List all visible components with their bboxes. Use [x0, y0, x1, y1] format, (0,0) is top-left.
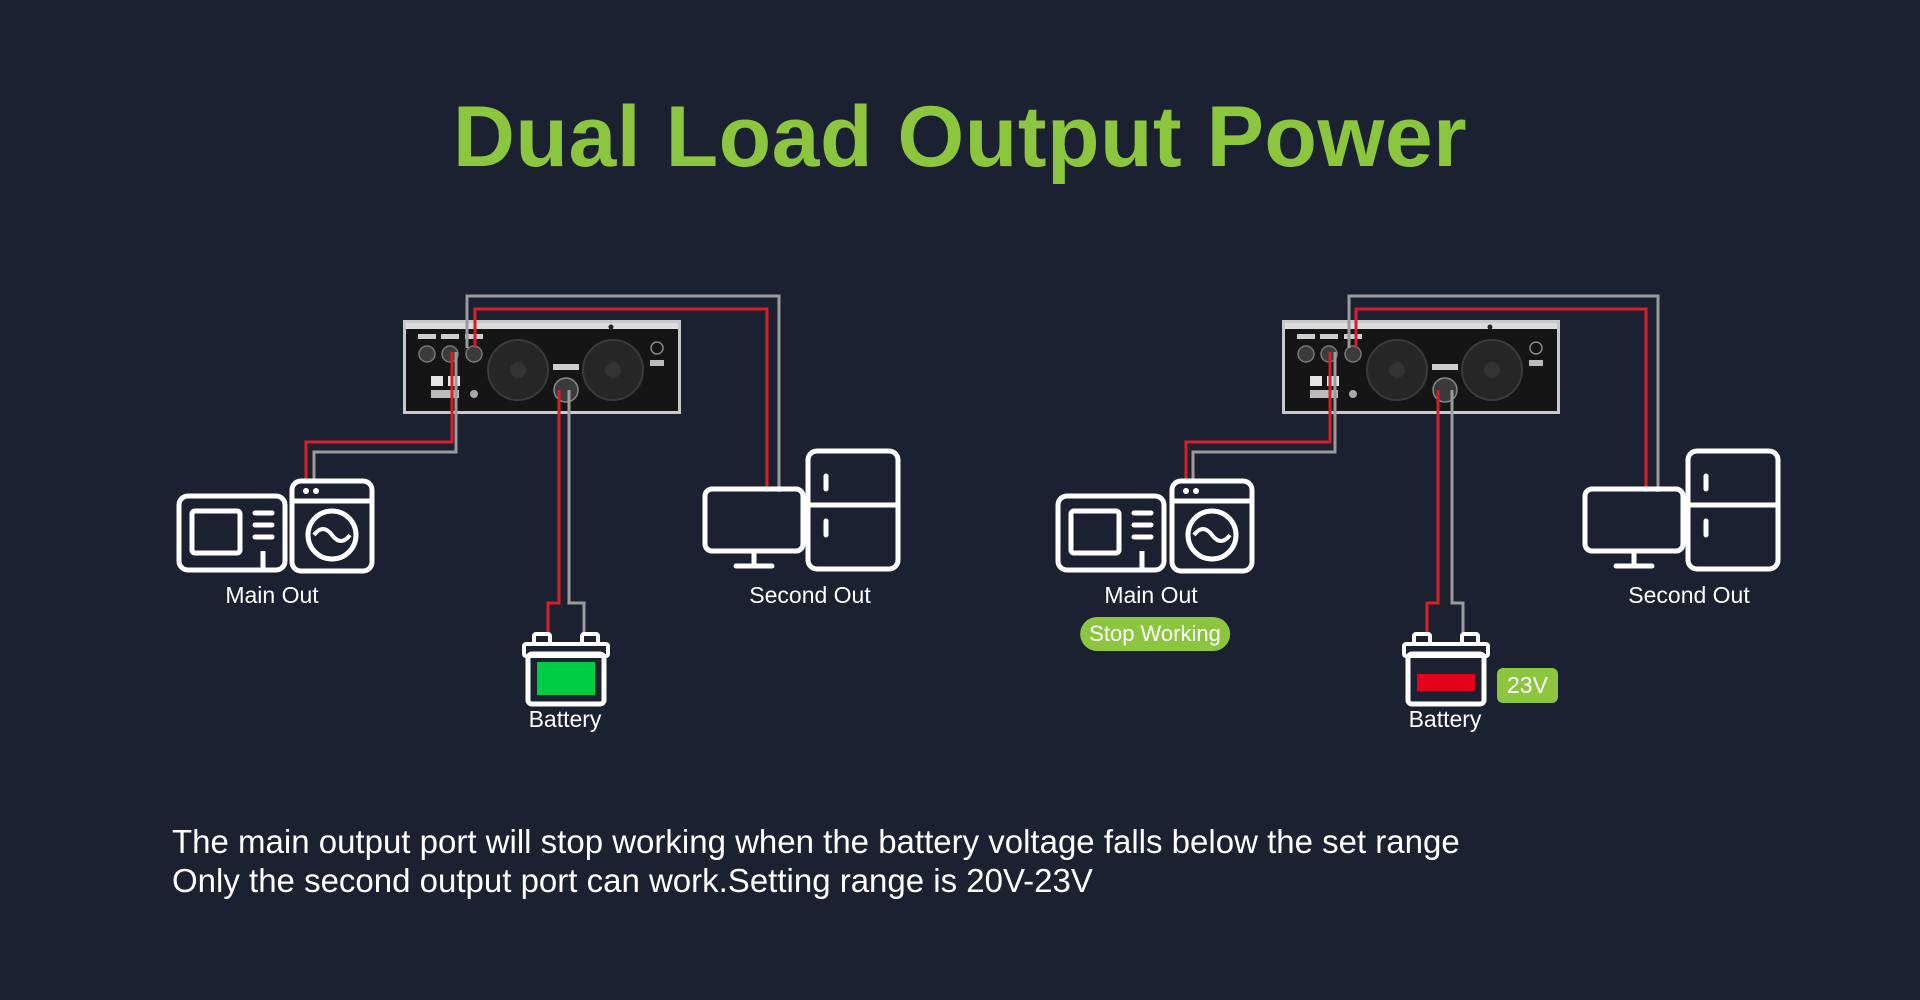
right-second-out-label: Second Out	[1628, 582, 1750, 608]
right-inverter-image	[1281, 319, 1561, 415]
left-second-out-wire-negative	[465, 294, 781, 492]
left-main-out-label: Main Out	[225, 582, 319, 608]
refrigerator-icon	[1688, 451, 1778, 569]
left-battery-wire-positive	[546, 390, 561, 634]
stop-working-badge: Stop Working	[1080, 617, 1230, 651]
microwave-icon	[1058, 496, 1164, 570]
left-battery-wire-negative	[567, 390, 586, 634]
description-line-1: The main output port will stop working w…	[172, 823, 1460, 860]
left-second-out-wire-positive	[473, 307, 769, 492]
left-second-out-label: Second Out	[749, 582, 871, 608]
monitor-icon	[705, 489, 803, 566]
left-inverter-image	[402, 319, 682, 415]
battery-icon	[1404, 634, 1488, 704]
right-main-out-wire-positive	[1184, 352, 1332, 480]
left-battery-level	[537, 662, 595, 695]
microwave-icon	[179, 496, 285, 570]
left-main-out-wire-negative	[312, 352, 458, 480]
right-second-out-wire-positive	[1354, 307, 1648, 492]
battery-icon	[524, 634, 608, 704]
right-battery-label: Battery	[1408, 706, 1482, 732]
right-main-out-wire-negative	[1191, 352, 1337, 480]
right-battery-wire-positive	[1425, 390, 1440, 634]
monitor-icon	[1585, 489, 1683, 566]
left-main-out-wire-positive	[304, 352, 454, 480]
right-second-out-wire-negative	[1347, 294, 1660, 492]
washing-machine-icon	[1172, 481, 1252, 571]
right-battery-level	[1417, 674, 1475, 691]
left-scenario	[179, 294, 898, 704]
washing-machine-icon	[292, 481, 372, 571]
refrigerator-icon	[808, 451, 898, 569]
battery-voltage-badge: 23V	[1497, 668, 1558, 703]
right-main-out-label: Main Out	[1104, 582, 1198, 608]
page-title: Dual Load Output Power	[452, 89, 1468, 185]
right-battery-wire-negative	[1450, 390, 1465, 634]
right-scenario	[1058, 294, 1778, 704]
left-battery-label: Battery	[528, 706, 602, 732]
description-line-2: Only the second output port can work.Set…	[172, 862, 1093, 899]
description: The main output port will stop working w…	[172, 822, 1460, 900]
